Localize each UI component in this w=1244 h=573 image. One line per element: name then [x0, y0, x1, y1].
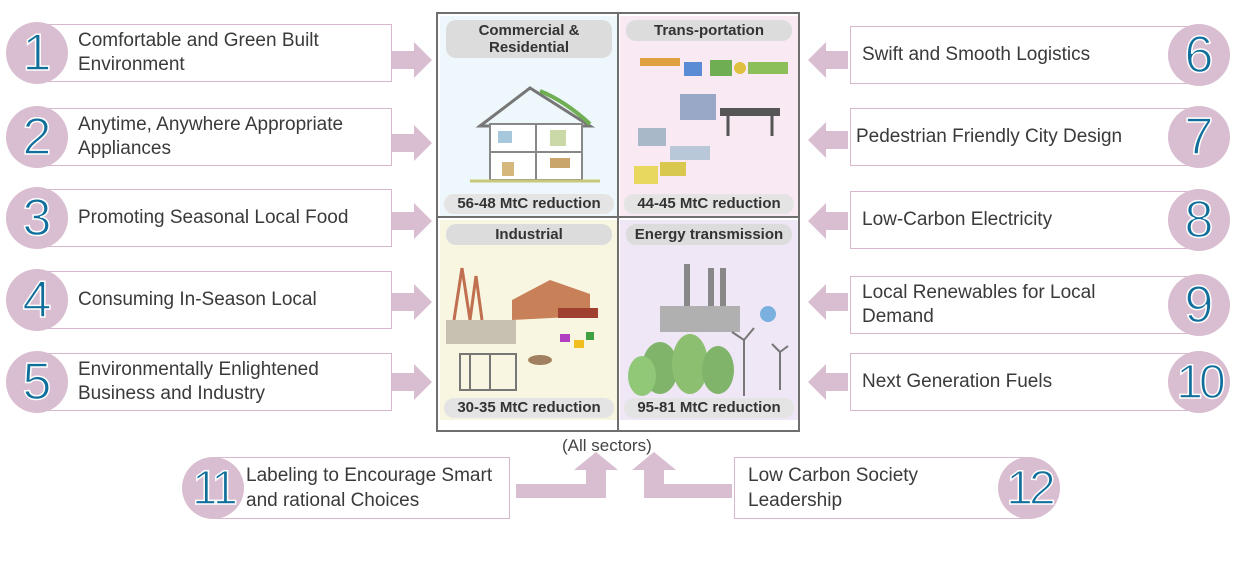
- policy-item-2: 2 Anytime, Anywhere Appropriate Applianc…: [6, 106, 394, 168]
- sector-transportation: Trans-portation 44-45 MtC reduction: [620, 16, 798, 216]
- item-label: Consuming In-Season Local: [78, 289, 317, 310]
- item-label: Environmentally Enlightened Business and…: [78, 359, 319, 404]
- item-number-badge: 6: [1168, 24, 1230, 86]
- item-box: [212, 457, 510, 519]
- sector-grid: Commercial & Residential 56-48 MtC reduc…: [436, 12, 800, 432]
- item-label: Local Renewables for Local Demand: [862, 282, 1096, 327]
- item-label: Anytime, Anywhere Appropriate Appliances: [78, 114, 344, 159]
- arrow-right-icon: [392, 284, 432, 320]
- item-number-badge: 8: [1168, 189, 1230, 251]
- sector-title: Industrial: [446, 224, 612, 245]
- arrow-left-icon: [808, 42, 848, 78]
- arrow-right-icon: [392, 125, 432, 161]
- power-plant-icon: [628, 264, 789, 396]
- arrow-left-icon: [808, 284, 848, 320]
- item-number-badge: 2: [6, 106, 68, 168]
- policy-item-11: 11 Labeling to Encourage Smart and ratio…: [182, 457, 512, 519]
- policy-item-3: 3 Promoting Seasonal Local Food: [6, 187, 394, 249]
- item-number-badge: 5: [6, 351, 68, 413]
- item-box: [36, 108, 392, 166]
- policy-item-6: 6 Swift and Smooth Logistics: [850, 24, 1230, 86]
- item-label: Low-Carbon Electricity: [862, 209, 1053, 230]
- item-label: Pedestrian Friendly City Design: [856, 126, 1123, 147]
- sector-reduction: 56-48 MtC reduction: [444, 194, 614, 214]
- arrow-left-icon: [808, 203, 848, 239]
- policy-item-8: 8 Low-Carbon Electricity: [850, 189, 1230, 251]
- item-number-badge: 11: [182, 457, 244, 519]
- item-box: [850, 108, 1196, 166]
- item-box: [850, 191, 1196, 249]
- policy-item-5: 5 Environmentally Enlightened Business a…: [6, 351, 394, 413]
- sector-reduction: 95-81 MtC reduction: [624, 398, 794, 418]
- arrow-up-icon: [516, 452, 618, 498]
- arrow-right-icon: [392, 203, 432, 239]
- policy-item-12: 12 Low Carbon Society Leadership: [734, 457, 1060, 519]
- policy-item-10: 10 Next Generation Fuels: [850, 351, 1230, 413]
- sector-reduction: 30-35 MtC reduction: [444, 398, 614, 418]
- transport-icon: [634, 58, 788, 184]
- house-icon: [470, 86, 600, 183]
- arrow-left-icon: [808, 364, 848, 400]
- sector-reduction: 44-45 MtC reduction: [624, 194, 794, 214]
- item-number-badge: 10: [1168, 351, 1230, 413]
- item-box: [850, 353, 1196, 411]
- item-box: [36, 24, 392, 82]
- sector-energy: Energy transmission 95-81 MtC reduction: [620, 220, 798, 420]
- grid-divider: [438, 216, 798, 218]
- item-label: Low Carbon Society Leadership: [748, 465, 919, 511]
- policy-item-4: 4 Consuming In-Season Local: [6, 269, 394, 331]
- arrow-right-icon: [392, 364, 432, 400]
- item-label: Labeling to Encourage Smart and rational…: [246, 465, 493, 511]
- item-box: [734, 457, 1030, 519]
- item-label: Promoting Seasonal Local Food: [78, 207, 349, 228]
- grid-divider: [617, 14, 619, 430]
- item-number-badge: 7: [1168, 106, 1230, 168]
- item-box: [36, 189, 392, 247]
- sector-industrial: Industrial 30-35 MtC reduction: [440, 220, 618, 420]
- item-label: Swift and Smooth Logistics: [862, 44, 1091, 65]
- sector-title: Energy transmission: [626, 224, 792, 245]
- factory-icon: [446, 267, 598, 391]
- item-box: [850, 26, 1196, 84]
- item-box: [36, 353, 392, 411]
- arrow-up-icon: [632, 452, 732, 498]
- policy-item-7: 7 Pedestrian Friendly City Design: [850, 106, 1230, 168]
- item-number-badge: 1: [6, 22, 68, 84]
- arrow-right-icon: [392, 42, 432, 78]
- item-box: [36, 271, 392, 329]
- arrow-left-icon: [808, 122, 848, 158]
- policy-item-9: 9 Local Renewables for Local Demand: [850, 274, 1230, 336]
- item-number-badge: 4: [6, 269, 68, 331]
- sector-commercial: Commercial & Residential 56-48 MtC reduc…: [440, 16, 618, 216]
- sector-title: Trans-portation: [626, 20, 792, 41]
- item-number-badge: 9: [1168, 274, 1230, 336]
- item-label: Comfortable and Green Built Environment: [78, 30, 319, 75]
- item-number-badge: 12: [998, 457, 1060, 519]
- item-number-badge: 3: [6, 187, 68, 249]
- item-label: Next Generation Fuels: [862, 371, 1053, 392]
- all-sectors-label: (All sectors): [562, 436, 652, 455]
- policy-item-1: 1 Comfortable and Green Built Environmen…: [6, 22, 394, 84]
- item-box: [850, 276, 1196, 334]
- sector-title: Commercial & Residential: [446, 20, 612, 58]
